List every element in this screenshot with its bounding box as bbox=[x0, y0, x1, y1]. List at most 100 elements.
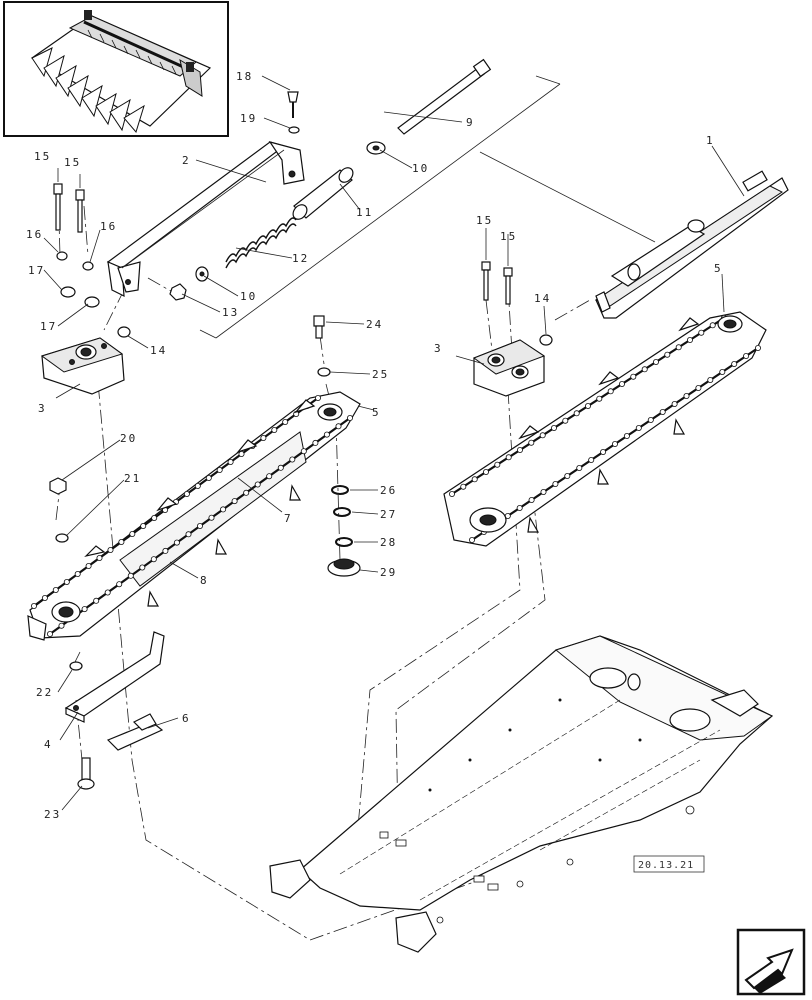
chain-link bbox=[183, 490, 190, 497]
chain-link bbox=[664, 351, 671, 358]
chain-link bbox=[118, 539, 125, 546]
chain-link bbox=[552, 480, 559, 487]
chain-link bbox=[562, 417, 569, 424]
chain-link bbox=[623, 432, 630, 439]
callout-6: 6 bbox=[182, 712, 191, 725]
callout-9: 9 bbox=[466, 116, 475, 129]
chain-link bbox=[619, 380, 626, 387]
chain-link bbox=[216, 466, 223, 473]
chain-link bbox=[540, 488, 547, 495]
callout-4: 4 bbox=[44, 738, 53, 751]
callout-15: 15 bbox=[500, 230, 517, 243]
callout-23: 23 bbox=[44, 808, 61, 821]
chain-link bbox=[653, 358, 660, 365]
tensioner-bolt-assembly bbox=[169, 58, 492, 301]
callout-17: 17 bbox=[40, 320, 57, 333]
chain-link bbox=[573, 410, 580, 417]
callout-19: 19 bbox=[240, 112, 257, 125]
callout-1: 1 bbox=[706, 134, 715, 147]
chain-link bbox=[564, 472, 571, 479]
callout-20: 20 bbox=[120, 432, 137, 445]
chain-link bbox=[612, 440, 619, 447]
chain-link bbox=[254, 481, 261, 488]
callout-25: 25 bbox=[372, 368, 389, 381]
reference-code: 20.13.21 bbox=[638, 860, 694, 871]
chain-link bbox=[52, 587, 59, 594]
chain-link bbox=[185, 531, 192, 538]
chain-link bbox=[220, 506, 227, 513]
callout-11: 11 bbox=[356, 206, 373, 219]
chain-link bbox=[460, 483, 467, 490]
chain-link bbox=[243, 489, 250, 496]
chain-link bbox=[516, 504, 523, 511]
chain-link bbox=[647, 416, 654, 423]
chain-link bbox=[471, 476, 478, 483]
left-gathering-chain bbox=[27, 391, 361, 641]
chain-link bbox=[150, 556, 157, 563]
chain-link bbox=[494, 461, 501, 468]
chain-link bbox=[675, 344, 682, 351]
chain-link bbox=[671, 400, 678, 407]
chain-link bbox=[448, 490, 455, 497]
chain-link bbox=[630, 373, 637, 380]
chain-link bbox=[539, 432, 546, 439]
callout-5: 5 bbox=[372, 406, 381, 419]
left-fasteners bbox=[53, 183, 131, 338]
chain-link bbox=[707, 376, 714, 383]
chain-link bbox=[346, 414, 353, 421]
chain-link bbox=[596, 395, 603, 402]
callout-27: 27 bbox=[380, 508, 397, 521]
chain-link bbox=[635, 424, 642, 431]
chain-link bbox=[127, 572, 134, 579]
chain-link bbox=[96, 555, 103, 562]
callout-14: 14 bbox=[534, 292, 551, 305]
callout-2: 2 bbox=[182, 154, 191, 167]
chain-link bbox=[731, 360, 738, 367]
callout-24: 24 bbox=[366, 318, 383, 331]
arrow-navigation-icon[interactable] bbox=[736, 928, 806, 996]
chain-link bbox=[129, 531, 136, 538]
chain-link bbox=[271, 426, 278, 433]
callout-7: 7 bbox=[284, 512, 293, 525]
callout-8: 8 bbox=[200, 574, 209, 587]
chain-link bbox=[205, 474, 212, 481]
chain-link bbox=[641, 366, 648, 373]
chain-link bbox=[695, 384, 702, 391]
callout-15: 15 bbox=[34, 150, 51, 163]
chain-link bbox=[517, 446, 524, 453]
chain-link bbox=[30, 603, 37, 610]
callout-17: 17 bbox=[28, 264, 45, 277]
chain-link bbox=[116, 581, 123, 588]
left-lower-fasteners bbox=[49, 477, 165, 790]
chain-link bbox=[277, 464, 284, 471]
chain-link bbox=[74, 571, 81, 578]
callout-10: 10 bbox=[412, 162, 429, 175]
chain-link bbox=[151, 515, 158, 522]
callout-15: 15 bbox=[476, 214, 493, 227]
center-fasteners bbox=[313, 315, 361, 577]
chain-link bbox=[607, 388, 614, 395]
chain-link bbox=[335, 423, 342, 430]
chain-link bbox=[600, 448, 607, 455]
right-fasteners bbox=[472, 261, 553, 397]
chain-link bbox=[140, 523, 147, 530]
chain-link bbox=[47, 631, 54, 638]
callout-18: 18 bbox=[236, 70, 253, 83]
callout-14: 14 bbox=[150, 344, 167, 357]
chain-link bbox=[588, 456, 595, 463]
right-gathering-chain bbox=[443, 311, 767, 547]
chain-link bbox=[227, 458, 234, 465]
chain-link bbox=[468, 537, 475, 544]
header-frame bbox=[269, 635, 774, 953]
callout-13: 13 bbox=[222, 306, 239, 319]
chain-link bbox=[41, 595, 48, 602]
callout-3: 3 bbox=[434, 342, 443, 355]
chain-link bbox=[719, 368, 726, 375]
callout-12: 12 bbox=[292, 252, 309, 265]
chain-link bbox=[81, 606, 88, 613]
chain-link bbox=[85, 563, 92, 570]
callout-21: 21 bbox=[124, 472, 141, 485]
chain-link bbox=[194, 482, 201, 489]
chain-link bbox=[173, 539, 180, 546]
